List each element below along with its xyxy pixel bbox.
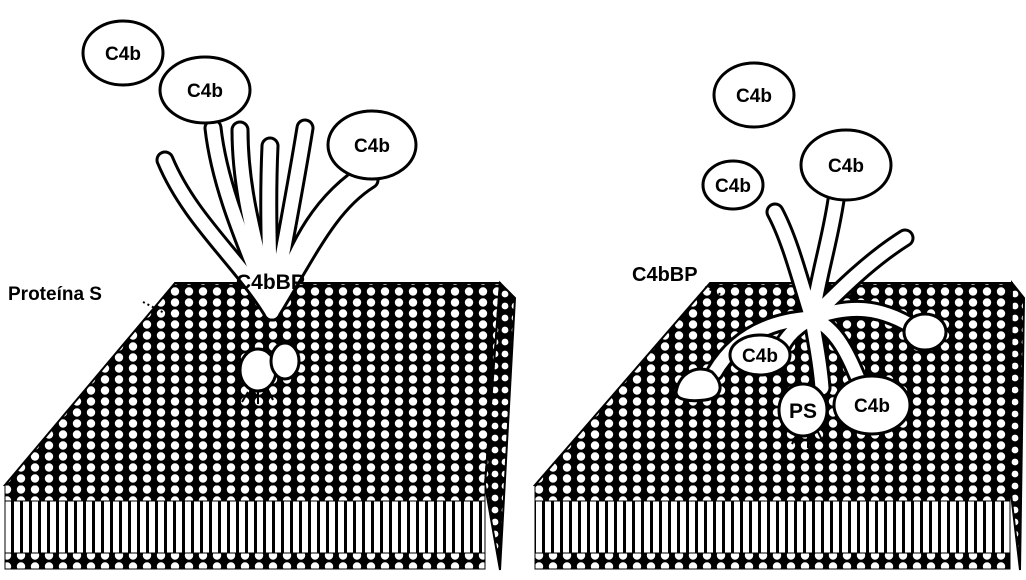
svg-text:C4b: C4b xyxy=(854,396,890,417)
right-c4b-4: C4b xyxy=(730,335,790,375)
protein-s-label: Proteína S xyxy=(8,284,102,305)
svg-text:C4b: C4b xyxy=(105,44,141,65)
svg-text:C4b: C4b xyxy=(742,346,778,367)
svg-text:C4b: C4b xyxy=(736,86,772,107)
left-c4b-1: C4b xyxy=(83,21,163,85)
right-panel: C4b C4b C4b C4b C4b PS C4bBP xyxy=(535,63,1024,570)
svg-text:C4b: C4b xyxy=(828,156,864,177)
left-c4bbp-label: C4bBP xyxy=(236,271,305,294)
svg-text:PS: PS xyxy=(789,400,817,423)
svg-text:C4b: C4b xyxy=(187,81,223,102)
right-c4b-3: C4b xyxy=(801,130,891,200)
right-c4bbp-label: C4bBP xyxy=(632,264,698,286)
left-membrane xyxy=(5,283,515,570)
right-c4b-2: C4b xyxy=(703,161,763,209)
left-c4b-2: C4b xyxy=(160,57,250,123)
left-c4b-3: C4b xyxy=(328,111,416,179)
right-ps-blob: PS xyxy=(779,384,827,436)
svg-text:C4b: C4b xyxy=(354,136,390,157)
svg-text:C4b: C4b xyxy=(715,176,751,197)
right-c4b-5: C4b xyxy=(834,376,910,434)
right-c4b-1: C4b xyxy=(714,63,794,127)
left-panel: C4b C4b C4b C4bBP Proteína S xyxy=(5,21,515,570)
